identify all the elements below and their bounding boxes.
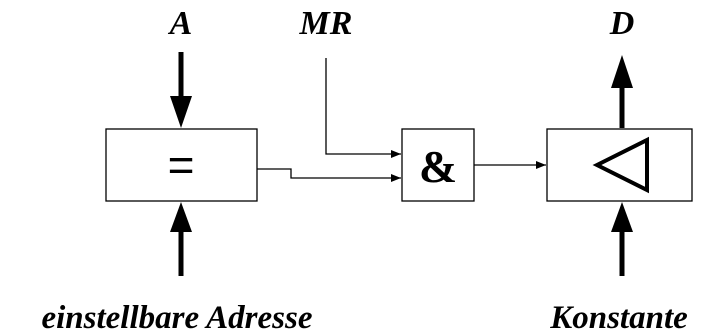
comparator-symbol: = (168, 139, 195, 191)
label-mr: MR (299, 5, 353, 42)
and-gate: & (401, 128, 475, 202)
label-address: einstellbare Adresse (41, 300, 312, 334)
arrow-a-down (170, 52, 192, 128)
label-d: D (609, 5, 635, 42)
label-constant: Konstante (549, 300, 688, 334)
arrow-constant-up (611, 202, 633, 276)
arrow-d-up (611, 55, 633, 128)
and-symbol: & (419, 141, 457, 192)
buffer-triangle-icon (592, 136, 649, 194)
wire-mr (325, 58, 401, 158)
label-a: A (168, 5, 193, 42)
driver-block (546, 128, 693, 202)
arrow-address-up (170, 202, 192, 276)
wire-compare-out (257, 168, 401, 182)
comparator-block: = (105, 128, 258, 202)
